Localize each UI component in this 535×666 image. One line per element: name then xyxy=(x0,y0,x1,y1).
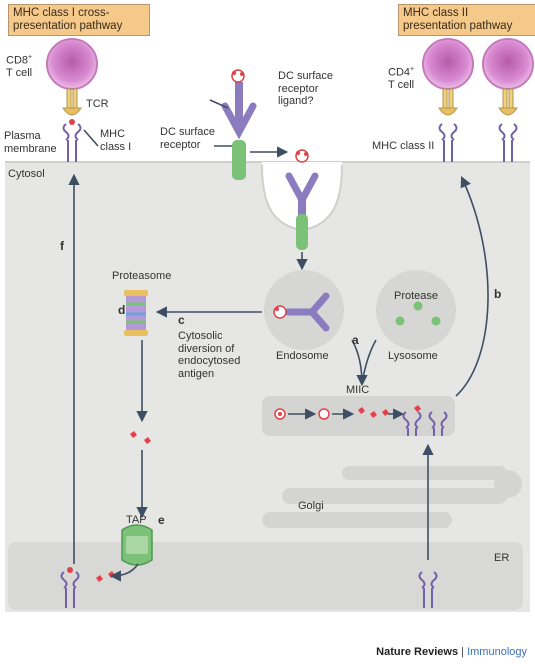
tap-label: TAP xyxy=(126,514,147,526)
cd8-t-cell xyxy=(46,38,98,90)
cd8-t-cell-label: CD8+ T cell xyxy=(6,54,32,80)
step-f: f xyxy=(60,239,64,253)
ligand-line-3: ligand? xyxy=(278,95,314,108)
box-right-line-2: presentation pathway xyxy=(403,20,513,33)
journal-credit: Nature Reviews | Immunology xyxy=(376,646,527,658)
antigen-processing-steps xyxy=(274,405,421,420)
antigen-er-mhc1 xyxy=(67,567,73,573)
cd4-main: CD4 xyxy=(388,66,411,79)
miic-label: MIIC xyxy=(346,384,370,396)
cytosolic-line-4: antigen xyxy=(178,367,215,380)
cd4-t-cell-1 xyxy=(422,38,474,90)
box-left-line-2: presentation pathway xyxy=(13,20,123,33)
receptor-line-1: DC surface xyxy=(160,126,216,138)
journal-name: Nature Reviews xyxy=(376,646,459,658)
golgi-stack xyxy=(262,466,522,528)
plasma-membrane-label: Plasma membrane xyxy=(4,130,57,155)
box-right-line-1: MHC class II xyxy=(403,7,469,19)
plasma-line-1: Plasma xyxy=(4,130,41,142)
journal-separator: | xyxy=(458,646,468,658)
mhc1-line-1: MHC xyxy=(100,128,126,140)
cd4-sup: + xyxy=(410,66,415,73)
mhc-class-i-label: MHC class I xyxy=(100,128,131,153)
lysosome xyxy=(376,270,456,350)
tcr-receptor xyxy=(62,88,82,116)
mhc-class-ii-miic xyxy=(402,411,448,436)
cd8-sup: + xyxy=(28,54,33,61)
proteasome-complex xyxy=(124,290,148,336)
journal-section: Immunology xyxy=(467,646,527,658)
step-c: c xyxy=(178,313,185,327)
cytosolic-diversion-label: Cytosolic diversion of endocytosed antig… xyxy=(178,330,240,381)
plasma-line-2: membrane xyxy=(4,142,57,155)
er-label: ER xyxy=(494,552,510,564)
ligand-line-1: DC surface xyxy=(278,70,334,82)
miic-compartment xyxy=(262,396,455,436)
cd4-t-cell-2 xyxy=(482,38,534,90)
cd4-sub: T cell xyxy=(388,79,415,92)
mhc-class-ii-surface-1 xyxy=(438,123,458,162)
receptor-line-2: receptor xyxy=(160,138,201,151)
receptor-in-pit xyxy=(285,172,319,250)
cd8-main: CD8 xyxy=(6,54,29,67)
tcr-receptor-cd4-2 xyxy=(498,88,518,116)
antigen-peptide-mhc1 xyxy=(69,119,75,125)
dc-surface-receptor-label: DC surface receptor xyxy=(160,126,215,151)
antigen-in-pit xyxy=(295,149,309,163)
tap-transporter xyxy=(121,524,153,566)
proteasome-label: Proteasome xyxy=(112,270,172,282)
cytosolic-line-3: endocytosed xyxy=(178,355,241,368)
lysosome-label: Lysosome xyxy=(388,350,438,362)
mhc-class-ii-presentation-box: MHC class II presentation pathway xyxy=(398,4,535,37)
er-membrane xyxy=(8,542,523,610)
endosome-label: Endosome xyxy=(276,350,329,362)
tcr-receptor-cd4-1 xyxy=(438,88,458,116)
cytosol-label: Cytosol xyxy=(8,168,45,180)
golgi-label: Golgi xyxy=(298,500,324,512)
antigen-in-endosome xyxy=(273,305,287,319)
pathway-arrows xyxy=(68,99,489,582)
mhc1-line-2: class I xyxy=(100,140,132,153)
mhc-class-i-surface xyxy=(62,123,82,162)
dc-surface-receptor-ligand-label: DC surface receptor ligand? xyxy=(278,70,333,108)
mhc-class-ii-label: MHC class II xyxy=(372,140,435,152)
step-a: a xyxy=(352,333,359,347)
step-b: b xyxy=(494,287,502,301)
ligand-line-2: receptor xyxy=(278,82,319,95)
mhc-class-i-cross-presentation-box: MHC class I cross- presentation pathway xyxy=(8,4,150,37)
cd8-sub: T cell xyxy=(6,67,33,80)
mhc-class-ii-surface-2 xyxy=(498,123,518,162)
protease-label: Protease xyxy=(394,290,439,302)
mhc-class-ii-er xyxy=(418,571,438,608)
tcr-label: TCR xyxy=(86,98,109,110)
receptor-in-endosome xyxy=(284,292,330,332)
cytosolic-line-1: Cytosolic xyxy=(178,330,223,342)
box-left-line-1: MHC class I cross- xyxy=(13,7,110,19)
step-d: d xyxy=(118,303,126,317)
step-e: e xyxy=(158,513,165,527)
mhc-class-i-er xyxy=(60,571,80,608)
dc-surface-receptor-ligand xyxy=(231,69,245,83)
cd4-t-cell-label: CD4+ T cell xyxy=(388,66,414,92)
cytosolic-line-2: diversion of xyxy=(178,342,235,355)
dc-surface-receptor xyxy=(221,82,257,180)
